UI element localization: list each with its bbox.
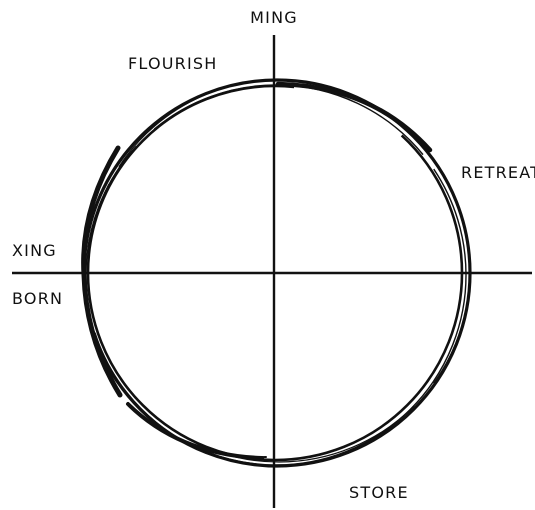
label-born: BORN bbox=[12, 289, 63, 308]
label-ming: MING bbox=[250, 8, 298, 27]
label-flourish: FLOURISH bbox=[128, 54, 217, 73]
label-xing: XING bbox=[12, 241, 57, 260]
label-retreat: RETREAT bbox=[461, 163, 535, 182]
label-store: STORE bbox=[349, 483, 409, 502]
